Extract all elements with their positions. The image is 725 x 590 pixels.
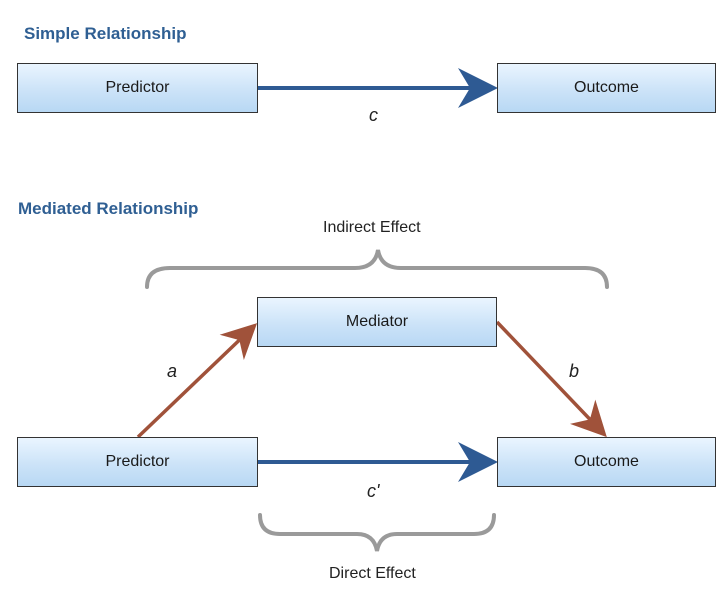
mediator-label: Mediator xyxy=(345,313,409,330)
simple-predictor-box: Predictor xyxy=(17,63,258,113)
simple-relationship-title: Simple Relationship xyxy=(24,24,187,43)
simple-outcome-box: Outcome xyxy=(497,63,716,113)
mediated-outcome-box: Outcome xyxy=(497,437,716,487)
mediated-relationship-title: Mediated Relationship xyxy=(18,199,199,218)
mediated-predictor-box: Predictor xyxy=(17,437,258,487)
mediator-box: Mediator xyxy=(257,297,497,347)
mediated-predictor-label: Predictor xyxy=(105,453,170,470)
simple-predictor-label: Predictor xyxy=(105,79,170,96)
path-a-arrow xyxy=(136,323,258,439)
path-a-label: a xyxy=(167,361,178,381)
path-c-prime-label: c' xyxy=(367,481,380,501)
path-b-label: b xyxy=(569,361,580,381)
direct-effect-label: Direct Effect xyxy=(329,565,416,582)
indirect-effect-brace xyxy=(145,249,609,289)
mediated-outcome-label: Outcome xyxy=(574,453,639,470)
path-c-label: c xyxy=(369,105,378,125)
direct-effect-brace xyxy=(258,513,496,552)
indirect-effect-label: Indirect Effect xyxy=(323,219,421,236)
path-b-arrow xyxy=(495,320,607,438)
simple-outcome-label: Outcome xyxy=(574,79,639,96)
